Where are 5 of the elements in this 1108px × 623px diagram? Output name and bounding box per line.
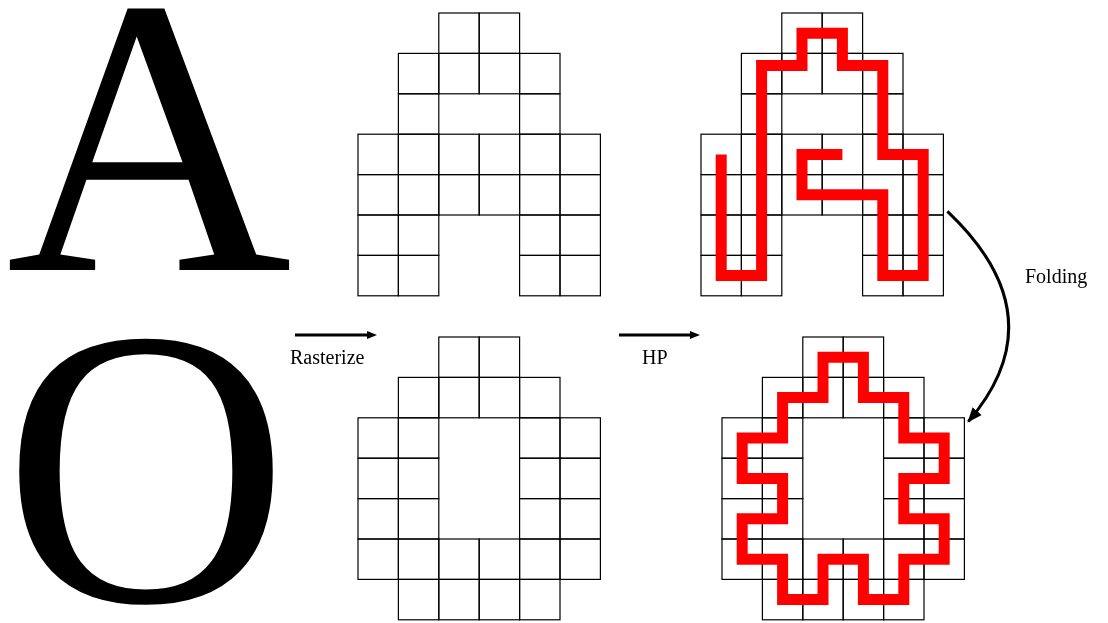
letter-glyph: A xyxy=(6,2,292,272)
arrow xyxy=(946,210,1010,423)
step-label: Rasterize xyxy=(290,346,365,368)
letter-glyph: O xyxy=(3,333,289,603)
step-label: HP xyxy=(642,346,668,368)
